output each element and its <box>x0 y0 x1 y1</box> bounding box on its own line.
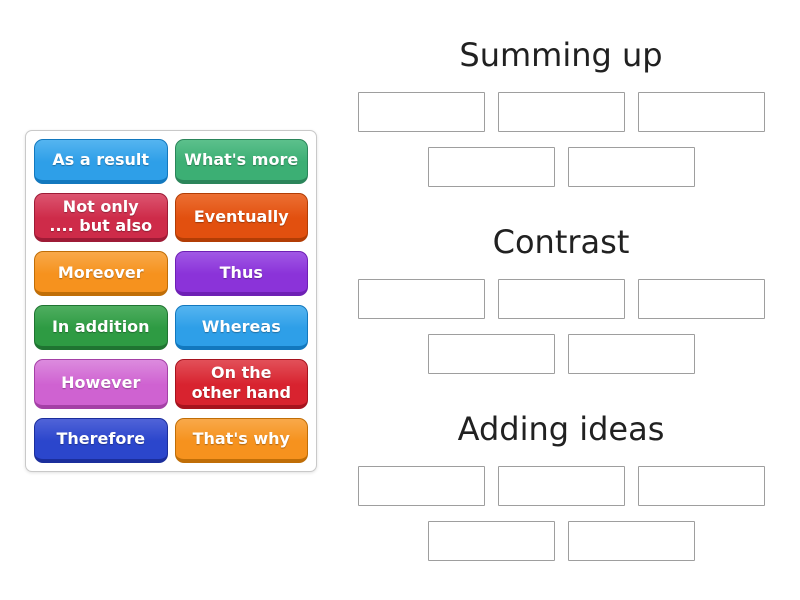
drop-slot[interactable] <box>357 466 485 506</box>
drop-slot[interactable] <box>357 92 485 132</box>
drop-slot[interactable] <box>567 147 695 187</box>
group-summing-up: Summing up <box>354 36 768 187</box>
groups-column: Summing up Contrast <box>354 36 768 597</box>
slot-row <box>357 279 765 319</box>
group-title-summing-up: Summing up <box>459 36 663 74</box>
drop-slot[interactable] <box>637 466 765 506</box>
tile-not-only-but-also[interactable]: Not only .... but also <box>34 193 168 243</box>
group-title-contrast: Contrast <box>492 223 630 261</box>
slot-row <box>427 147 695 187</box>
drop-slot[interactable] <box>427 147 555 187</box>
tile-whereas[interactable]: Whereas <box>174 305 308 351</box>
tile-moreover[interactable]: Moreover <box>34 251 168 297</box>
tile-whats-more[interactable]: What's more <box>174 139 308 184</box>
group-adding-ideas: Adding ideas <box>354 410 768 561</box>
tile-in-addition[interactable]: In addition <box>34 305 168 351</box>
tile-however[interactable]: However <box>34 359 168 409</box>
group-contrast: Contrast <box>354 223 768 374</box>
tile-thus[interactable]: Thus <box>174 251 308 297</box>
slot-row <box>357 92 765 132</box>
tile-therefore[interactable]: Therefore <box>34 417 168 463</box>
group-title-adding-ideas: Adding ideas <box>457 410 665 448</box>
drop-slot[interactable] <box>567 521 695 561</box>
drop-slot[interactable] <box>427 521 555 561</box>
tile-on-the-other-hand[interactable]: On the other hand <box>174 359 308 409</box>
drop-slot[interactable] <box>427 334 555 374</box>
tile-panel: As a result What's more Not only .... bu… <box>25 130 317 472</box>
drop-slot[interactable] <box>567 334 695 374</box>
drop-slot[interactable] <box>637 92 765 132</box>
drop-slot[interactable] <box>357 279 485 319</box>
slot-row <box>427 521 695 561</box>
drop-slot[interactable] <box>497 466 625 506</box>
drop-slot[interactable] <box>637 279 765 319</box>
slot-row <box>427 334 695 374</box>
drop-slot[interactable] <box>497 279 625 319</box>
slot-row <box>357 466 765 506</box>
tile-thats-why[interactable]: That's why <box>174 417 308 463</box>
tile-as-a-result[interactable]: As a result <box>34 139 168 184</box>
drop-slot[interactable] <box>497 92 625 132</box>
tile-eventually[interactable]: Eventually <box>174 193 308 243</box>
